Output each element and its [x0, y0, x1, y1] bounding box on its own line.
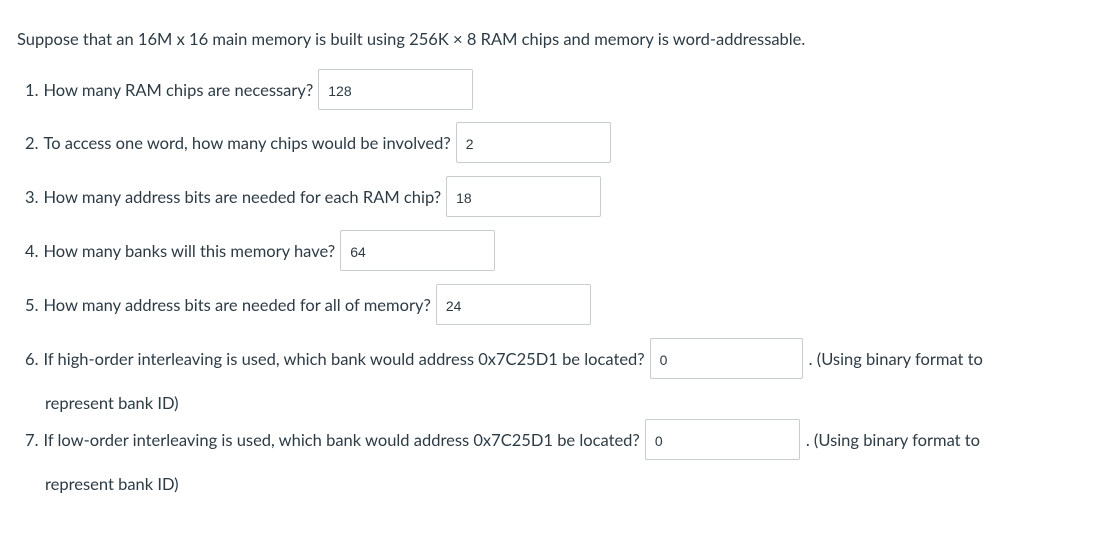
question-text: How many address bits are needed for all… — [43, 294, 431, 315]
answer-value: 24 — [445, 298, 462, 314]
answer-input-3[interactable]: 18 — [446, 176, 602, 217]
answer-value: 0 — [659, 352, 668, 368]
question-text: If high-order interleaving is used, whic… — [43, 348, 645, 369]
question-text: How many RAM chips are necessary? — [43, 79, 314, 100]
question-number: 6. — [25, 348, 39, 369]
question-1: 1. How many RAM chips are necessary? 128 — [25, 69, 474, 110]
question-number: 7. — [25, 429, 39, 450]
answer-input-4[interactable]: 64 — [340, 230, 496, 271]
question-7: 7. If low-order interleaving is used, wh… — [25, 419, 980, 460]
answer-value: 128 — [328, 83, 352, 99]
question-5: 5. How many address bits are needed for … — [25, 284, 591, 325]
question-text: To access one word, how many chips would… — [43, 132, 451, 153]
answer-value: 0 — [654, 433, 663, 449]
question-2: 2. To access one word, how many chips wo… — [25, 122, 611, 163]
question-4: 4. How many banks will this memory have?… — [25, 230, 496, 271]
answer-input-6[interactable]: 0 — [649, 338, 803, 379]
question-number: 5. — [25, 294, 39, 315]
answer-value: 2 — [465, 136, 474, 152]
answer-value: 18 — [456, 190, 472, 206]
answer-input-2[interactable]: 2 — [455, 122, 611, 163]
answer-format-note-continued: represent bank ID) — [45, 393, 179, 413]
answer-input-7[interactable]: 0 — [644, 419, 800, 460]
answer-format-note: . (Using binary format to — [805, 429, 981, 450]
answer-format-note-continued: represent bank ID) — [45, 474, 179, 494]
answer-format-note: . (Using binary format to — [808, 348, 983, 369]
question-text: If low-order interleaving is used, which… — [43, 429, 640, 450]
answer-input-5[interactable]: 24 — [435, 284, 591, 325]
question-text: How many banks will this memory have? — [43, 240, 336, 261]
question-3: 3. How many address bits are needed for … — [25, 176, 602, 217]
question-number: 1. — [25, 79, 39, 100]
problem-statement: Suppose that an 16M x 16 main memory is … — [17, 29, 806, 49]
answer-value: 64 — [350, 244, 366, 260]
question-text: How many address bits are needed for eac… — [43, 186, 442, 207]
question-number: 2. — [25, 132, 39, 153]
answer-input-1[interactable]: 128 — [318, 69, 474, 110]
question-6: 6. If high-order interleaving is used, w… — [25, 338, 983, 379]
question-number: 3. — [25, 186, 39, 207]
question-number: 4. — [25, 240, 39, 261]
